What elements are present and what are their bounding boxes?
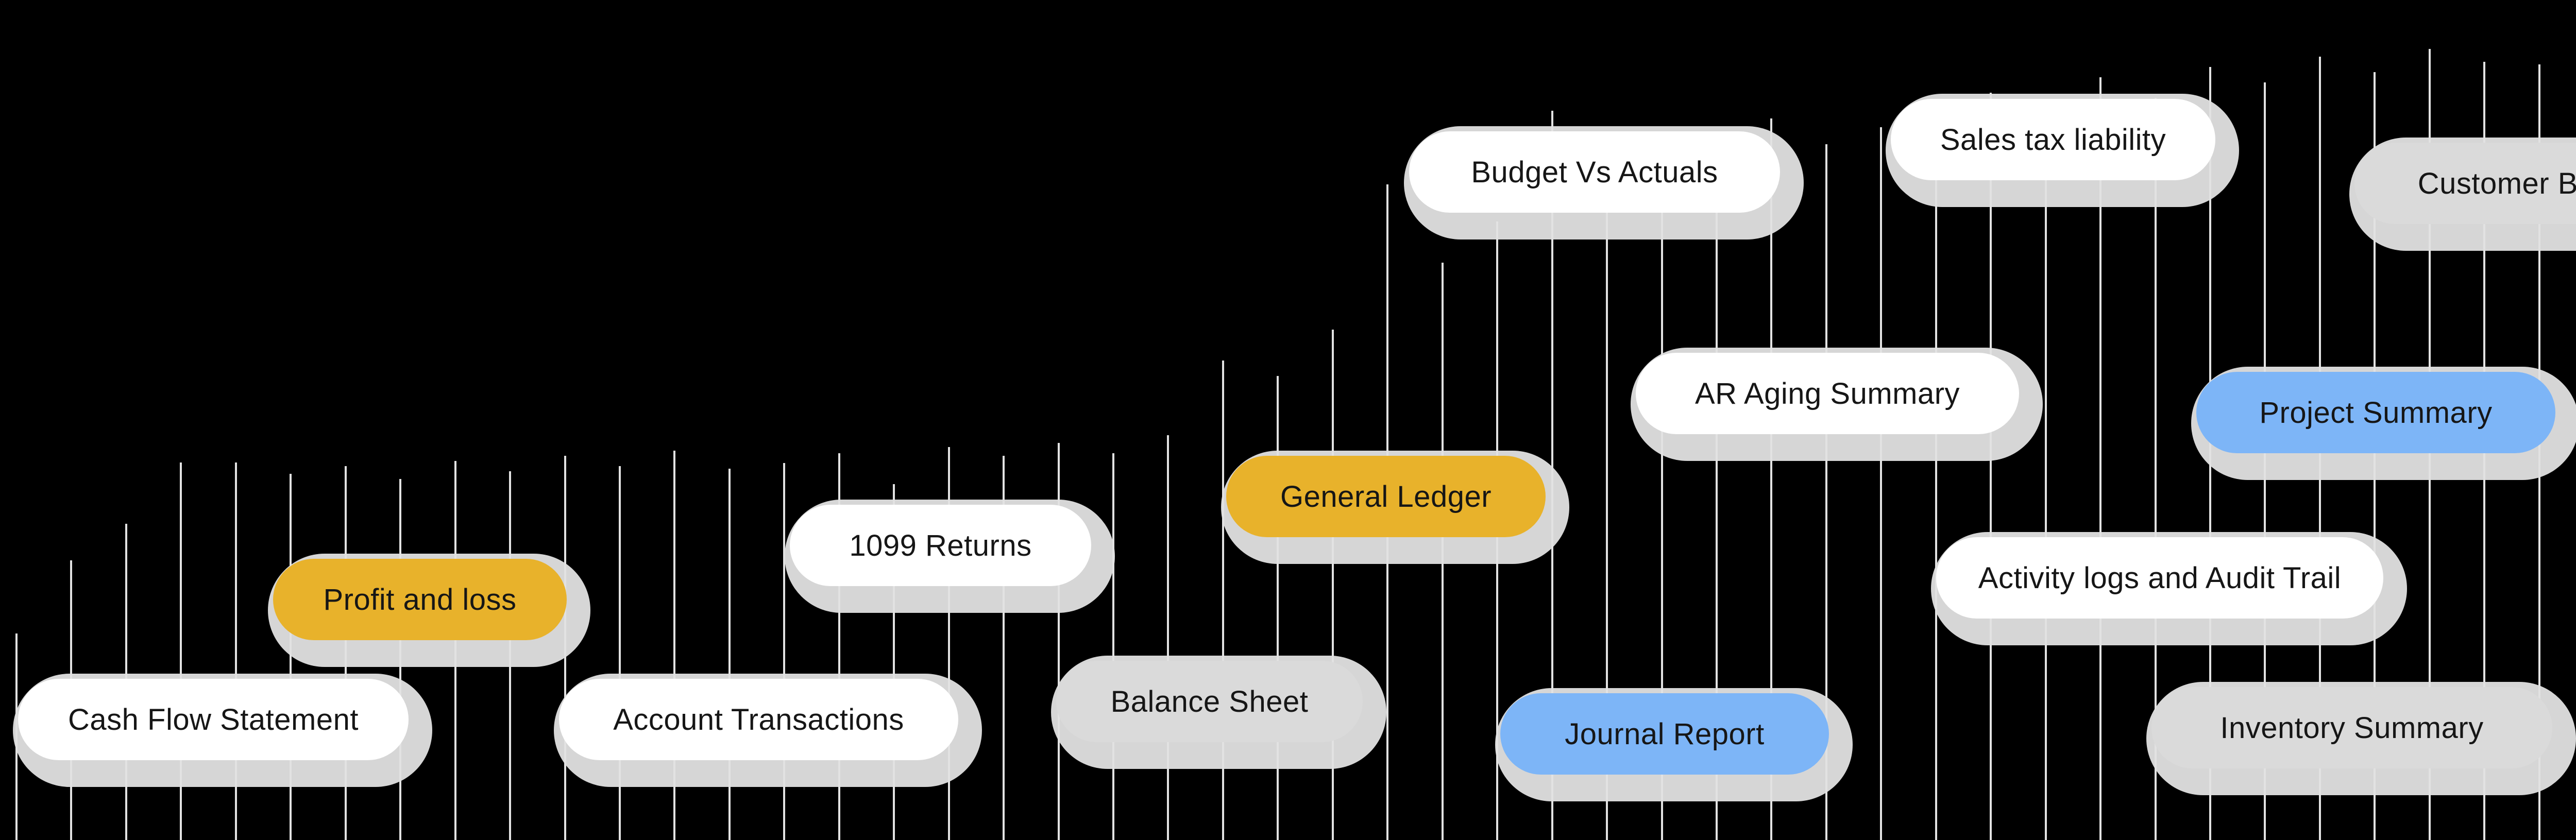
chart-line [1880,127,1883,840]
pill-label: Journal Report [1565,717,1765,751]
chart-line [1715,155,1718,840]
chart-line [1990,93,1992,840]
report-pill-project-summary[interactable]: Project Summary [2196,372,2555,453]
chart-line [673,451,676,840]
chart-line [2538,64,2540,840]
pill-label: Inventory Summary [2220,711,2484,745]
pill-label: Activity logs and Audit Trail [1978,561,2342,595]
chart-line [290,474,292,840]
chart-line [234,462,237,840]
chart-line [344,466,347,840]
chart-line [728,469,731,840]
pill-label: Budget Vs Actuals [1471,155,1718,189]
chart-line [1277,376,1279,840]
chart-line [618,466,621,840]
chart-line [1057,443,1060,840]
chart-line [1167,435,1170,840]
report-pill-account-transactions[interactable]: Account Transactions [559,679,958,760]
chart-line [15,633,18,840]
report-pill-customer-balances[interactable]: Customer Balances [2354,143,2576,224]
pill-label: Cash Flow Statement [68,702,359,736]
chart-line [1660,134,1663,840]
chart-line [1441,263,1444,840]
chart-line [1222,361,1224,840]
chart-line [2099,77,2102,840]
chart-line [2264,82,2266,840]
pill-label: 1099 Returns [849,528,1032,562]
chart-line [399,479,402,840]
report-pill-profit-and-loss[interactable]: Profit and loss [273,559,567,640]
report-pill-budget-vs-actuals[interactable]: Budget Vs Actuals [1409,131,1780,213]
chart-line [2154,98,2157,840]
chart-line [2209,67,2211,840]
chart-line [2374,72,2376,840]
report-pill-sales-tax-liability[interactable]: Sales tax liability [1891,99,2215,180]
pill-label: General Ledger [1280,479,1492,513]
chart-line [1112,453,1114,840]
chart-line [838,453,840,840]
pill-label: Profit and loss [323,582,517,616]
chart-line [783,463,786,840]
report-pill-ar-aging-summary[interactable]: AR Aging Summary [1636,353,2019,434]
pill-label: Account Transactions [613,702,904,736]
chart-line [1331,330,1334,840]
chart-line [1770,118,1773,840]
pill-label: Balance Sheet [1110,684,1309,718]
chart-line [509,471,512,840]
report-pill-activity-logs-audit[interactable]: Activity logs and Audit Trail [1936,537,2383,619]
report-pill-cash-flow-statement[interactable]: Cash Flow Statement [18,679,409,760]
chart-line [180,462,182,840]
report-pill-journal-report[interactable]: Journal Report [1500,693,1829,775]
report-pill-1099-returns[interactable]: 1099 Returns [790,505,1091,586]
chart-line [893,484,895,840]
pill-label: Customer Balances [2417,166,2576,200]
chart-line [1606,170,1608,840]
chart-line [2044,108,2047,840]
chart-line [564,456,566,840]
report-pill-general-ledger[interactable]: General Ledger [1226,456,1546,537]
pill-label: Sales tax liability [1940,123,2166,157]
chart-line [1935,170,1937,840]
chart-line [947,447,950,840]
report-pill-balance-sheet[interactable]: Balance Sheet [1056,661,1363,742]
pill-label: Project Summary [2259,396,2493,430]
pill-label: AR Aging Summary [1694,376,1960,410]
chart-line [1825,144,1827,840]
chart-line [1551,111,1553,840]
report-pill-inventory-summary[interactable]: Inventory Summary [2151,687,2552,768]
chart-line [1003,456,1005,840]
chart-line [454,461,456,840]
